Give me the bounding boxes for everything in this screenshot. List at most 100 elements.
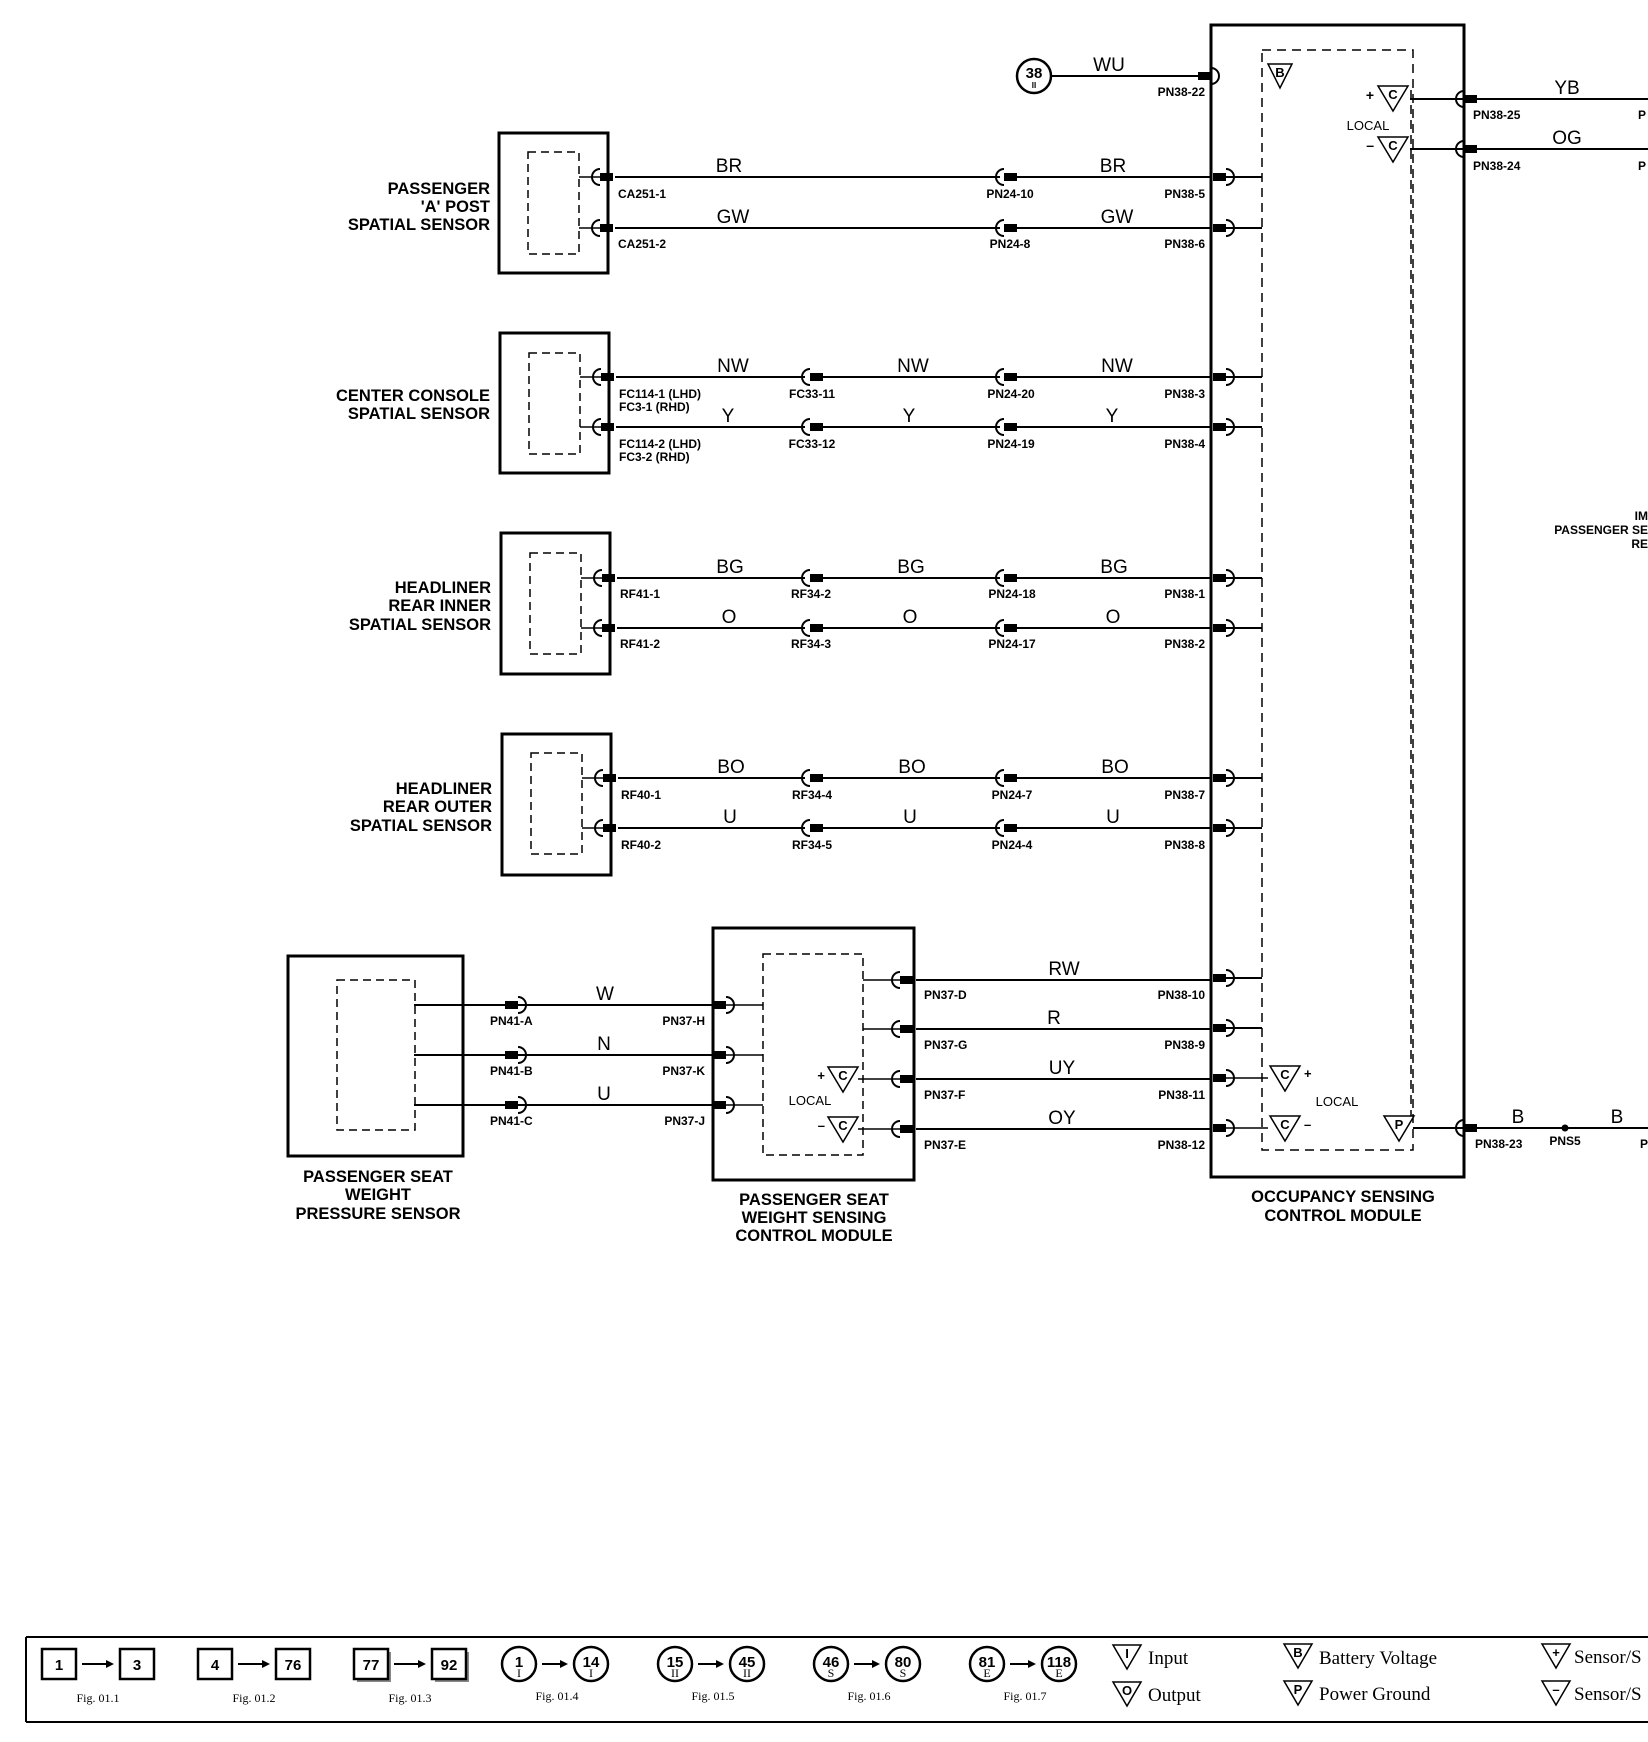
legend-from: 46	[823, 1654, 840, 1671]
legend-sensor-plus-icon: +	[1540, 1643, 1572, 1670]
svg-text:PN41-A: PN41-A	[490, 1014, 533, 1028]
pin-pn38-22: PN38-22	[1158, 85, 1206, 99]
svg-text:PASSENGER SEAT: PASSENGER SEAT	[739, 1191, 889, 1209]
legend-from: 81	[979, 1654, 996, 1671]
svg-text:PN41-B: PN41-B	[490, 1064, 533, 1078]
svg-text:PNS5: PNS5	[1549, 1134, 1581, 1148]
svg-text:PN41-C: PN41-C	[490, 1114, 533, 1128]
a-post-spatial-sensor: PASSENGER 'A' POST SPATIAL SENSOR	[348, 131, 610, 275]
svg-text:PN24-8: PN24-8	[990, 237, 1031, 251]
svg-text:U: U	[1106, 807, 1120, 828]
svg-text:O: O	[722, 607, 737, 628]
legend-sensor-label-2: Sensor/S	[1574, 1684, 1642, 1705]
partial-label-2: PASSENGER SE	[1554, 523, 1648, 537]
pin-pn38-25: PN38-25	[1473, 108, 1521, 122]
svg-text:HEADLINER: HEADLINER	[396, 780, 492, 798]
svg-text:PN38-4: PN38-4	[1164, 437, 1205, 451]
svg-text:PN38-3: PN38-3	[1164, 387, 1205, 401]
svg-text:W: W	[596, 984, 614, 1005]
legend-sensor-label-1: Sensor/S	[1574, 1647, 1642, 1668]
svg-text:B: B	[1512, 1107, 1525, 1128]
svg-text:CONTROL MODULE: CONTROL MODULE	[735, 1227, 892, 1245]
svg-text:PN37-F: PN37-F	[924, 1088, 965, 1102]
legend-caption: Fig. 01.5	[691, 1689, 734, 1703]
svg-text:PN37-D: PN37-D	[924, 988, 967, 1002]
svg-text:U: U	[597, 1084, 611, 1105]
svg-text:PN37-H: PN37-H	[662, 1014, 705, 1028]
svg-text:PN38-8: PN38-8	[1164, 838, 1205, 852]
legend-from-sub: I	[517, 1666, 521, 1680]
svg-text:CA251-1: CA251-1	[618, 187, 666, 201]
svg-text:NW: NW	[717, 356, 749, 377]
svg-text:–: –	[818, 1118, 825, 1133]
svg-text:+: +	[817, 1068, 825, 1083]
svg-text:SPATIAL SENSOR: SPATIAL SENSOR	[350, 817, 492, 835]
headliner-rear-inner-spatial-sensor: HEADLINER REAR INNER SPATIAL SENSOR	[349, 531, 612, 676]
wire-yb: YB	[1554, 78, 1579, 99]
legend-from-sub: E	[983, 1666, 990, 1680]
svg-text:WEIGHT: WEIGHT	[345, 1186, 411, 1204]
svg-text:C: C	[1280, 1067, 1290, 1082]
wire-runs	[615, 176, 1262, 1029]
legend-from: 15	[667, 1654, 684, 1671]
svg-text:PN38-7: PN38-7	[1164, 788, 1205, 802]
legend-from: 4	[211, 1657, 220, 1674]
svg-text:FC114-1 (LHD): FC114-1 (LHD)	[619, 387, 701, 401]
svg-text:II: II	[1032, 81, 1036, 90]
legend-battery-icon: B	[1282, 1643, 1314, 1670]
svg-text:P: P	[1395, 1117, 1404, 1132]
svg-text:PASSENGER: PASSENGER	[388, 180, 490, 198]
svg-text:RF34-5: RF34-5	[792, 838, 832, 852]
svg-text:R: R	[1047, 1008, 1061, 1029]
legend-caption: Fig. 01.4	[535, 1689, 578, 1703]
headliner-rear-outer-spatial-sensor: HEADLINER REAR OUTER SPATIAL SENSOR	[350, 732, 613, 877]
legend-to-sub: E	[1055, 1666, 1062, 1680]
svg-text:RF41-1: RF41-1	[620, 587, 660, 601]
svg-text:PN24-19: PN24-19	[987, 437, 1035, 451]
svg-text:C: C	[1280, 1117, 1290, 1132]
svg-text:Y: Y	[722, 406, 735, 427]
legend-battery-label: Battery Voltage	[1319, 1648, 1437, 1669]
svg-text:FC3-2 (RHD): FC3-2 (RHD)	[619, 450, 690, 464]
svg-text:O: O	[1122, 1683, 1132, 1698]
legend-caption: Fig. 01.6	[847, 1689, 890, 1703]
svg-text:PN24-20: PN24-20	[987, 387, 1035, 401]
svg-text:+: +	[1552, 1645, 1560, 1660]
svg-text:I: I	[1125, 1646, 1129, 1661]
pin-p-cut-1: P	[1638, 108, 1646, 122]
svg-text:P: P	[1640, 1137, 1648, 1151]
legend-ground-icon: P	[1282, 1680, 1314, 1707]
legend-from-sub: II	[671, 1666, 679, 1680]
svg-text:PN37-K: PN37-K	[662, 1064, 705, 1078]
svg-text:PN38-1: PN38-1	[1164, 587, 1205, 601]
svg-text:PN37-J: PN37-J	[664, 1114, 705, 1128]
local-sensor-symbols-bottom: C + C – LOCAL P	[1226, 1065, 1416, 1143]
pin-labels: CA251-1 CA251-2 PN24-10 PN24-8 PN38-5 PN…	[618, 187, 1205, 852]
local-sensor-symbols-top: LOCAL + C – C	[1347, 85, 1410, 164]
legend-to-sub: S	[900, 1666, 907, 1680]
svg-text:HEADLINER: HEADLINER	[395, 579, 491, 597]
svg-text:SPATIAL SENSOR: SPATIAL SENSOR	[349, 616, 491, 634]
svg-text:PN24-4: PN24-4	[992, 838, 1033, 852]
battery-voltage-symbol: B	[1266, 63, 1294, 90]
svg-text:RF40-1: RF40-1	[621, 788, 661, 802]
legend-to: 76	[285, 1657, 302, 1674]
svg-text:BG: BG	[1100, 557, 1127, 578]
ground-wire: B B PN38-23 PNS5 P	[1413, 1107, 1648, 1151]
svg-text:C: C	[838, 1068, 848, 1083]
legend-from: 77	[363, 1657, 380, 1674]
svg-text:LOCAL: LOCAL	[1316, 1094, 1359, 1109]
svg-text:PN38-9: PN38-9	[1164, 1038, 1205, 1052]
svg-text:Y: Y	[903, 406, 916, 427]
svg-text:38: 38	[1026, 65, 1043, 82]
wire-og: OG	[1552, 128, 1582, 149]
seat-weight-sensing-control-module: PN37-H PN37-K PN37-J LOCAL + C – C PASSE…	[662, 926, 916, 1245]
legend-output-label: Output	[1148, 1685, 1202, 1706]
wire-wu: WU	[1093, 55, 1125, 76]
